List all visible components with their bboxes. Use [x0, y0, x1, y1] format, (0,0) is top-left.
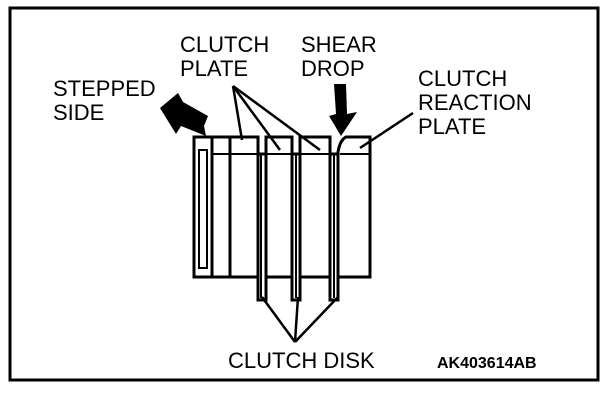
shear-drop-label-line2: DROP: [301, 56, 365, 81]
shear-drop-arrow: [329, 84, 357, 136]
stepped-plate-outer: [192, 135, 214, 279]
clutch-plate-4: [298, 135, 332, 279]
clutch-plate-label-line2: PLATE: [180, 56, 248, 81]
clutch-plate-3: [264, 135, 294, 279]
figure-frame: [8, 6, 600, 382]
clutch-reaction-plate: [336, 135, 372, 279]
clutch-disk-leaders: [260, 296, 339, 343]
shear-drop-label-line1: SHEAR: [301, 32, 377, 57]
clutch-pack: [192, 135, 372, 302]
stepped-side-arrow: [160, 93, 208, 136]
clutch-disk-label: CLUTCH DISK: [228, 348, 375, 373]
stepped-plate-inner: [198, 149, 208, 269]
clutch-plate-leaders: [231, 84, 321, 152]
clutch-plate-label-line1: CLUTCH: [180, 32, 269, 57]
stepped-side-label-line1: STEPPED: [53, 76, 156, 101]
clutch-plate-2: [228, 135, 260, 279]
clutch-reaction-plate-label-line1: CLUTCH: [418, 66, 507, 91]
clutch-reaction-plate-label-line3: PLATE: [418, 114, 486, 139]
clutch-reaction-leader: [359, 111, 414, 150]
clutch-plate-1: [210, 135, 232, 279]
figure-code: AK403614AB: [437, 355, 537, 372]
clutch-reaction-plate-label-line2: REACTION: [418, 90, 532, 115]
stepped-side-label-line2: SIDE: [53, 100, 104, 125]
